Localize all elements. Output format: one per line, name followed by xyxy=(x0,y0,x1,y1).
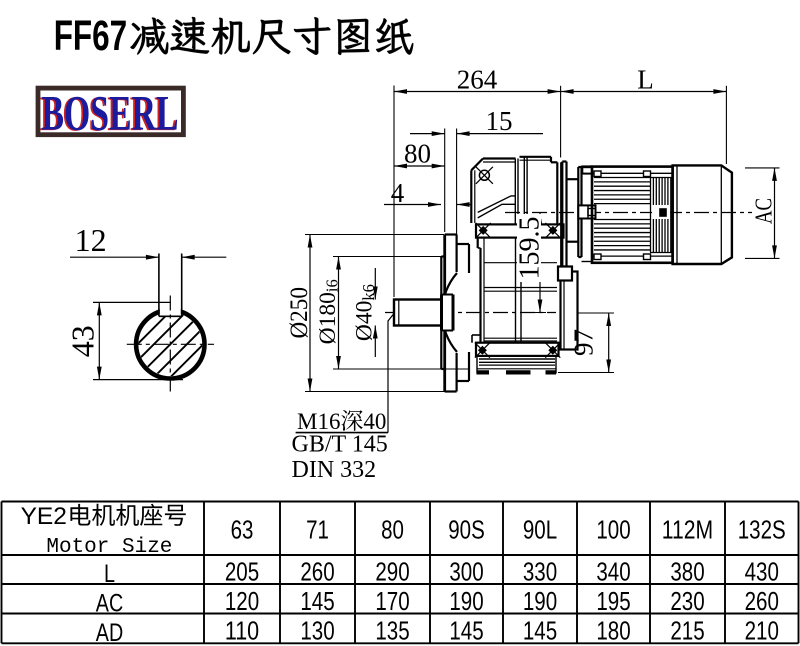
svg-text:BOSERL: BOSERL xyxy=(40,86,177,141)
svg-text:DIN 332: DIN 332 xyxy=(292,457,377,483)
svg-text:M16: M16 xyxy=(297,409,340,434)
svg-text:L: L xyxy=(637,65,654,95)
svg-text:145: 145 xyxy=(449,616,483,646)
svg-text:260: 260 xyxy=(300,557,334,587)
svg-text:40: 40 xyxy=(363,409,386,434)
svg-text:112M: 112M xyxy=(662,515,713,545)
svg-text:170: 170 xyxy=(375,586,409,616)
svg-text:380: 380 xyxy=(670,557,704,587)
svg-text:190: 190 xyxy=(449,586,483,616)
svg-text:264: 264 xyxy=(457,65,498,95)
svg-text:159.5: 159.5 xyxy=(515,217,546,280)
svg-text:205: 205 xyxy=(225,557,259,587)
svg-text:71: 71 xyxy=(306,515,329,545)
svg-text:90S: 90S xyxy=(448,515,485,545)
svg-text:130: 130 xyxy=(300,616,334,646)
svg-text:100: 100 xyxy=(596,515,630,545)
svg-text:Motor Size: Motor Size xyxy=(46,536,172,559)
svg-text:290: 290 xyxy=(375,557,409,587)
svg-text:80: 80 xyxy=(404,139,431,169)
svg-text:120: 120 xyxy=(225,586,259,616)
svg-text:90L: 90L xyxy=(523,515,557,545)
svg-text:80: 80 xyxy=(381,515,404,545)
svg-text:180: 180 xyxy=(596,616,630,646)
svg-text:15: 15 xyxy=(486,106,513,136)
svg-text:AC: AC xyxy=(751,198,778,224)
svg-text:AC: AC xyxy=(96,590,123,618)
svg-text:GB/T 145: GB/T 145 xyxy=(292,432,388,458)
svg-text:135: 135 xyxy=(375,616,409,646)
svg-text:215: 215 xyxy=(670,616,704,646)
svg-text:230: 230 xyxy=(670,586,704,616)
svg-text:4: 4 xyxy=(391,178,405,208)
svg-text:132S: 132S xyxy=(738,515,786,545)
svg-text:430: 430 xyxy=(745,557,779,587)
svg-text:L: L xyxy=(104,560,115,588)
svg-text:195: 195 xyxy=(596,586,630,616)
svg-text:330: 330 xyxy=(523,557,557,587)
svg-text:63: 63 xyxy=(231,515,254,545)
svg-text:YE2: YE2 xyxy=(21,503,67,530)
svg-text:145: 145 xyxy=(300,586,334,616)
svg-text:FF67: FF67 xyxy=(54,12,128,60)
svg-text:BOSERL: BOSERL xyxy=(42,85,179,140)
svg-text:97: 97 xyxy=(569,329,599,356)
svg-text:12: 12 xyxy=(75,222,107,258)
svg-text:43: 43 xyxy=(65,325,101,357)
svg-text:300: 300 xyxy=(449,557,483,587)
svg-text:190: 190 xyxy=(523,586,557,616)
svg-text:210: 210 xyxy=(745,616,779,646)
svg-text:260: 260 xyxy=(745,586,779,616)
svg-text:110: 110 xyxy=(225,616,259,646)
svg-text:Ø250: Ø250 xyxy=(286,287,313,339)
svg-text:AD: AD xyxy=(96,619,123,646)
svg-text:145: 145 xyxy=(523,616,557,646)
svg-text:340: 340 xyxy=(596,557,630,587)
